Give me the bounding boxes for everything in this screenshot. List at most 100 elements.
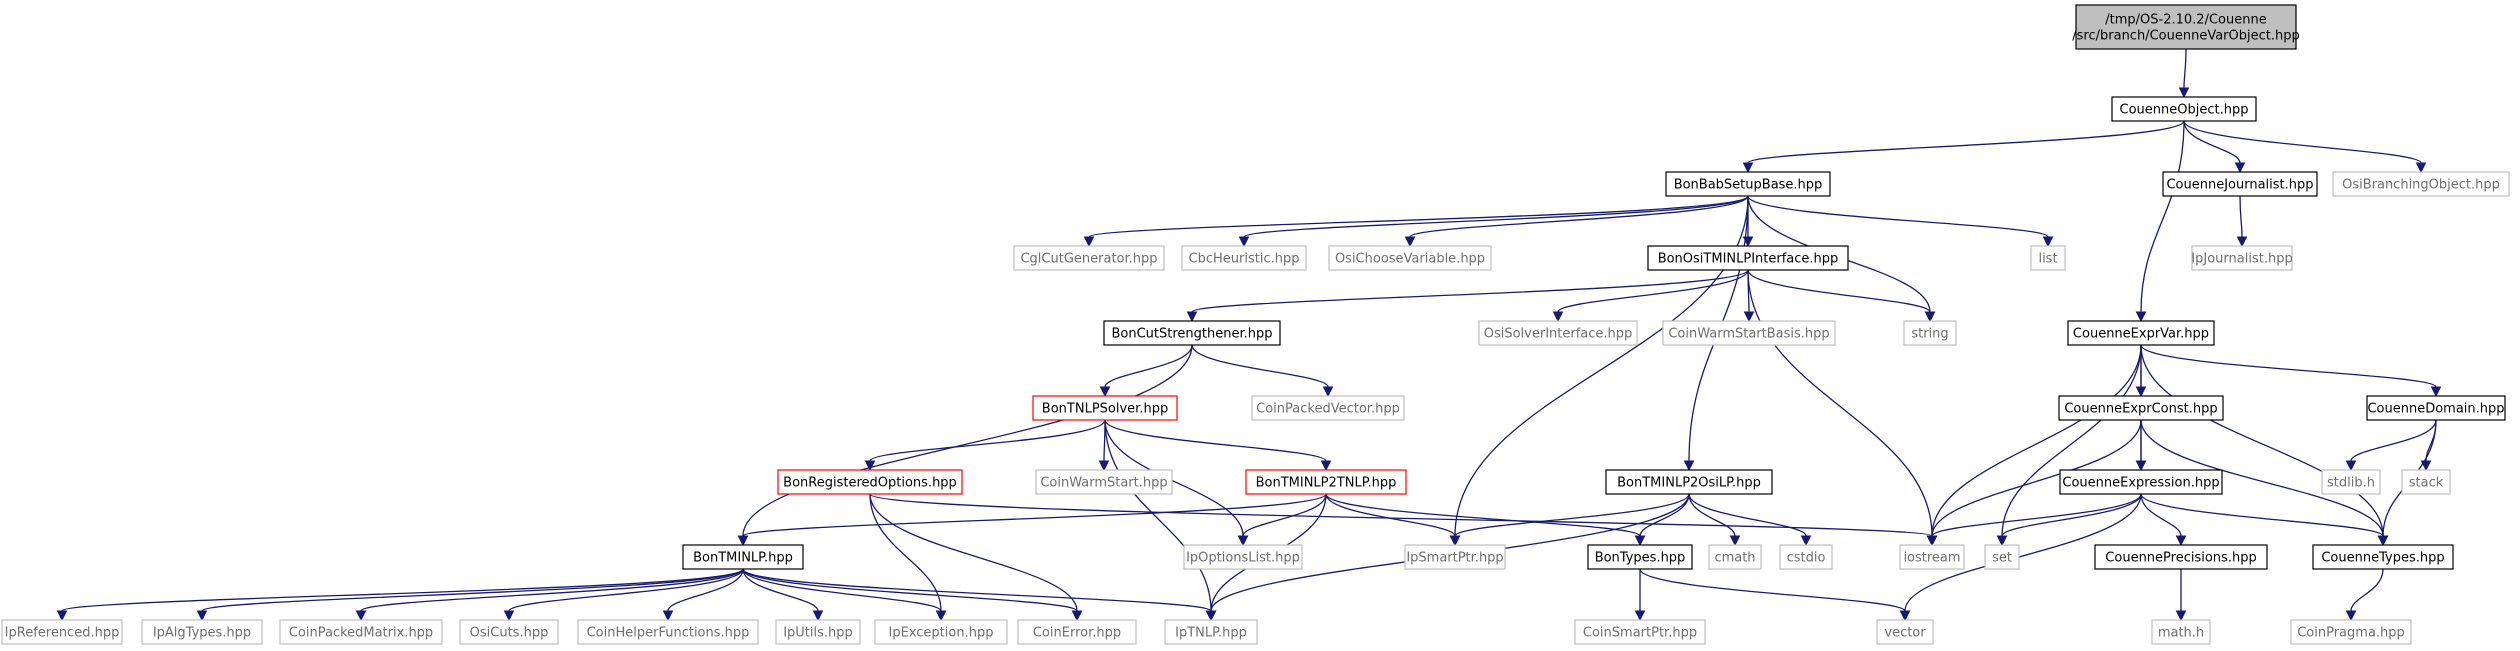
edge-arrowhead <box>1238 236 1250 248</box>
node-ip-alg-types: IpAlgTypes.hpp <box>141 619 263 645</box>
edge-bon-cut-strengthener-to-coin-packed-vector <box>1191 344 1334 398</box>
edge-line <box>1747 195 2049 238</box>
node-bon-types[interactable]: BonTypes.hpp <box>1587 544 1693 570</box>
edge-line <box>2183 120 2422 164</box>
edge-arrowhead <box>2042 236 2054 248</box>
node-label: BonBabSetupBase.hpp <box>1674 178 1823 193</box>
edge-line <box>508 568 744 612</box>
edge-bon-bab-setup-base-to-osi-choose-variable <box>1404 195 1749 248</box>
node-couenne-types[interactable]: CouenneTypes.hpp <box>2312 544 2454 570</box>
edge-bon-bab-setup-base-to-list <box>1747 195 2054 248</box>
node-root[interactable]: /tmp/OS-2.10.2/Couenne/src/branch/Couenn… <box>2072 4 2300 50</box>
node-couenne-object[interactable]: CouenneObject.hpp <box>2111 96 2257 122</box>
edge-arrowhead <box>812 610 824 622</box>
edge-line <box>1931 493 2142 537</box>
edge-arrowhead <box>864 460 876 472</box>
edge-bon-tnlpsolver-to-coin-warm-start <box>1098 419 1110 472</box>
edge-arrowhead <box>56 610 68 622</box>
edge-line <box>2001 493 2142 537</box>
edge-bon-types-to-coin-smart-ptr <box>1634 569 1646 622</box>
node-box <box>1708 544 1762 570</box>
edge-arrowhead <box>2175 535 2187 547</box>
edge-arrowhead <box>2345 610 2357 622</box>
edge-line <box>869 493 1933 537</box>
edge-line <box>2350 568 2384 612</box>
node-couenne-expr-var[interactable]: CouenneExprVar.hpp <box>2067 320 2215 346</box>
node-couenne-domain[interactable]: CouenneDomain.hpp <box>2366 395 2506 421</box>
edge-arrowhead <box>1743 311 1755 323</box>
node-osi-solver-interface: OsiSolverInterface.hpp <box>1478 320 1638 346</box>
node-bon-tminlp2-tnlp[interactable]: BonTMINLP2TNLP.hpp <box>1245 469 1407 495</box>
edge-line <box>360 568 744 612</box>
node-label: BonRegisteredOptions.hpp <box>783 476 957 491</box>
node-couenne-expression[interactable]: CouenneExpression.hpp <box>2059 469 2223 495</box>
edge-bon-tminlp-to-ip-utils <box>742 568 824 622</box>
node-label: IpReferenced.hpp <box>5 626 120 641</box>
edge-bon-types-to-vector <box>1639 568 1911 622</box>
node-box <box>1587 544 1693 570</box>
node-box <box>1984 544 2020 570</box>
node-label: CbcHeuristic.hpp <box>1189 252 1300 267</box>
node-couenne-expr-const[interactable]: CouenneExprConst.hpp <box>2058 395 2224 421</box>
node-bon-cut-strengthener[interactable]: BonCutStrengthener.hpp <box>1103 320 1281 346</box>
edge-arrowhead <box>1404 236 1416 248</box>
node-label: OsiCuts.hpp <box>470 626 549 641</box>
edge-bon-bab-setup-base-to-cbc-heuristic <box>1238 195 1749 248</box>
edge-line <box>1747 120 2185 164</box>
edge-bon-tminlp2-tnlp-to-bon-tminlp <box>737 493 1327 547</box>
node-cstdio: cstdio <box>1779 544 1833 570</box>
node-bon-registered-options[interactable]: BonRegisteredOptions.hpp <box>777 469 963 495</box>
node-bon-tnlpsolver[interactable]: BonTNLPSolver.hpp <box>1032 395 1178 421</box>
node-label: CouenneExprVar.hpp <box>2073 327 2209 342</box>
nodes-layer: /tmp/OS-2.10.2/Couenne/src/branch/Couenn… <box>1 4 2510 645</box>
node-bon-osi-tminlpinterface[interactable]: BonOsiTMINLPInterface.hpp <box>1647 245 1849 271</box>
node-label: stack <box>2409 476 2444 491</box>
node-bon-bab-setup-base[interactable]: BonBabSetupBase.hpp <box>1665 171 1831 197</box>
node-coin-pragma: CoinPragma.hpp <box>2290 619 2412 645</box>
node-stdlib: stdlib.h <box>2321 469 2381 495</box>
edge-arrowhead <box>935 610 947 622</box>
node-label: BonTMINLP.hpp <box>693 551 793 566</box>
edge-line <box>1747 269 1933 537</box>
edge-bon-tminlp-to-ip-referenced <box>56 568 744 622</box>
node-label: IpJournalist.hpp <box>2191 252 2292 267</box>
edge-line <box>1191 269 1749 313</box>
node-box <box>1574 619 1706 645</box>
node-couenne-precisions[interactable]: CouennePrecisions.hpp <box>2094 544 2268 570</box>
node-box <box>2094 544 2268 570</box>
edge-line <box>1639 493 1690 537</box>
node-box <box>1035 469 1173 495</box>
node-label: /src/branch/CouenneVarObject.hpp <box>2072 29 2299 44</box>
node-label: OsiChooseVariable.hpp <box>1335 252 1485 267</box>
edge-line <box>2183 120 2241 164</box>
node-couenne-journalist[interactable]: CouenneJournalist.hpp <box>2162 171 2318 197</box>
node-ip-referenced: IpReferenced.hpp <box>1 619 123 645</box>
edge-line <box>201 568 744 612</box>
node-label: set <box>1992 551 2012 566</box>
node-box <box>1903 320 1957 346</box>
node-set: set <box>1984 544 2020 570</box>
edge-bon-tminlp2-osi-lp-to-cmath <box>1688 493 1741 547</box>
node-label: BonTypes.hpp <box>1595 551 1686 566</box>
edge-arrowhead <box>1899 610 1911 622</box>
node-box <box>1665 171 1831 197</box>
edge-line <box>2140 344 2437 388</box>
edge-line <box>61 568 744 612</box>
node-box <box>1876 619 1934 645</box>
node-iostream: iostream <box>1899 544 1965 570</box>
node-box <box>1899 544 1965 570</box>
edge-arrowhead <box>1683 460 1695 472</box>
node-box <box>2058 395 2224 421</box>
node-coin-warm-start: CoinWarmStart.hpp <box>1035 469 1173 495</box>
node-box <box>2030 245 2066 271</box>
node-bon-tminlp[interactable]: BonTMINLP.hpp <box>682 544 804 570</box>
node-label: stdlib.h <box>2327 476 2375 491</box>
node-label: vector <box>1884 626 1926 641</box>
edge-line <box>1104 419 1212 612</box>
node-bon-tminlp2-osi-lp[interactable]: BonTMINLP2OsiLP.hpp <box>1605 469 1773 495</box>
edge-line <box>1104 419 1244 537</box>
node-label: CouenneObject.hpp <box>2120 103 2249 118</box>
edge-bon-osi-tminlpinterface-to-bon-cut-strengthener <box>1186 269 1749 323</box>
edge-bon-tminlp-to-ip-tnlp <box>742 568 1217 622</box>
edge-bon-bab-setup-base-to-cgl-cut-generator <box>1083 195 1749 248</box>
